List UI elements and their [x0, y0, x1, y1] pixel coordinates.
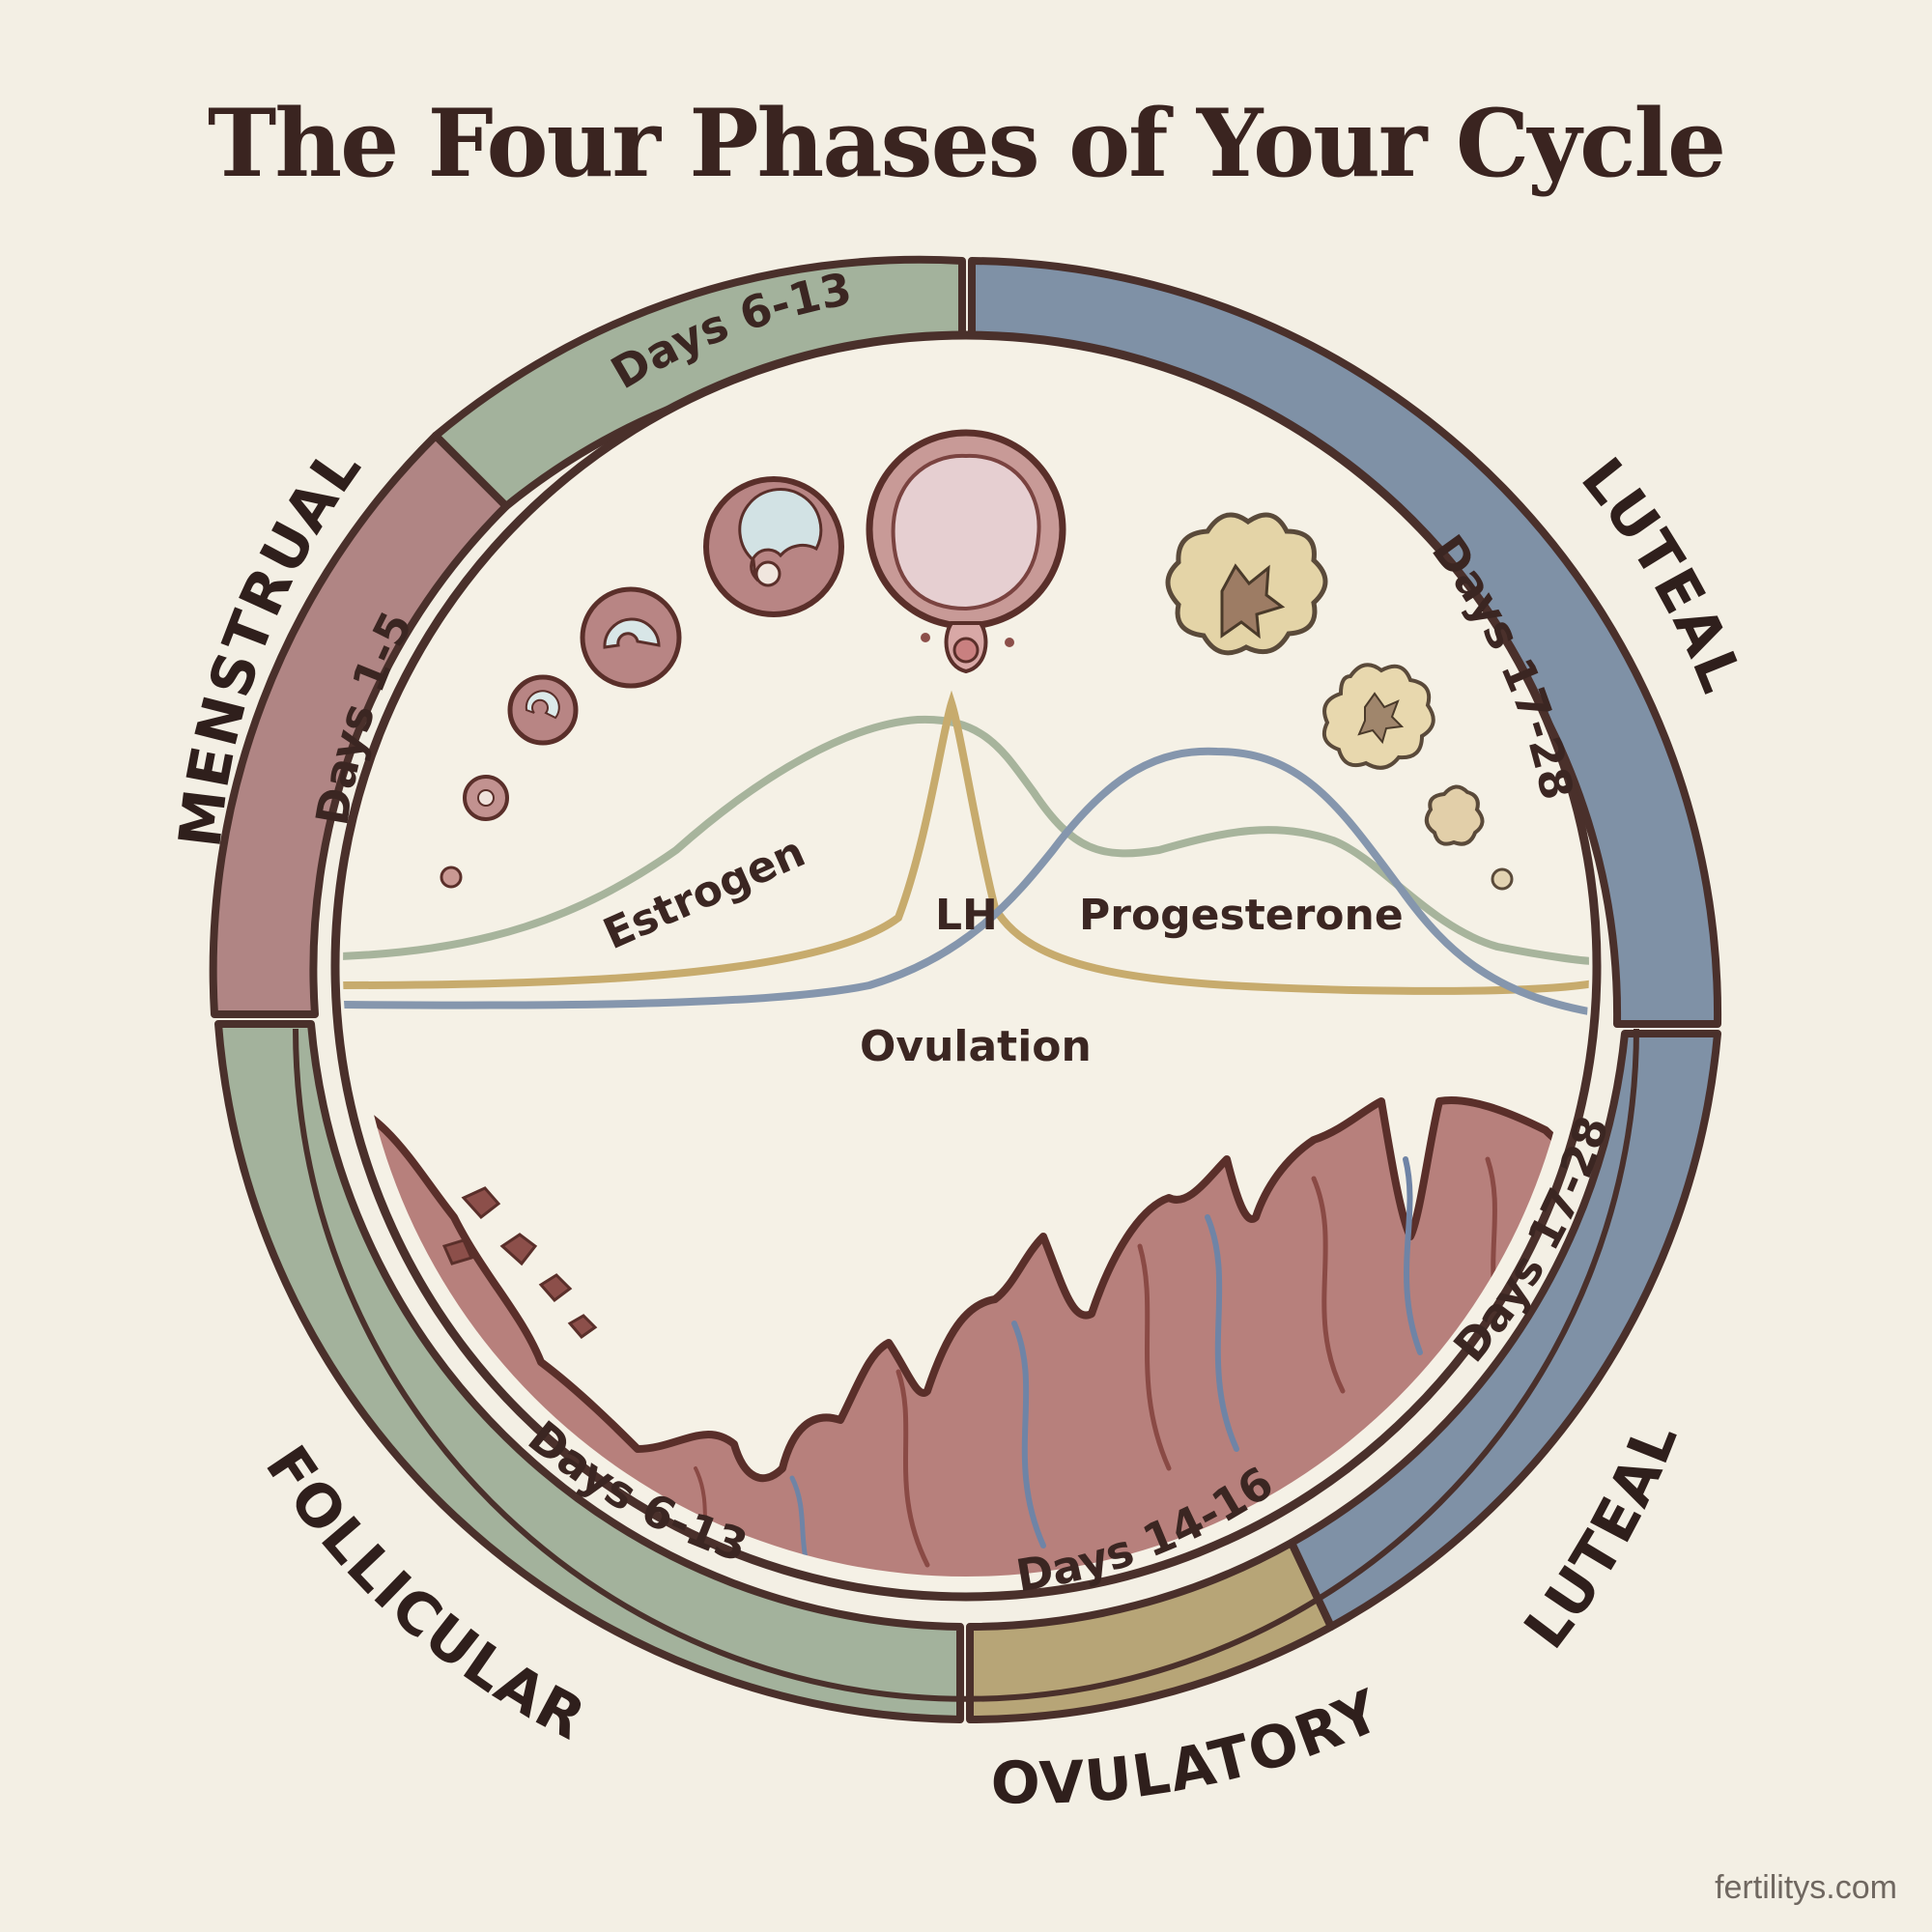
phase-ring	[209, 255, 1722, 1723]
page-title: The Four Phases of Your Cycle	[207, 89, 1726, 198]
label-ovulation: Ovulation	[860, 1022, 1092, 1071]
dominant-follicle-ovulating	[866, 429, 1066, 674]
corpus-albicans	[1424, 784, 1485, 846]
hormone-chart	[343, 690, 1589, 1016]
follicle-stage-3	[507, 674, 579, 746]
band-luteal-bottom	[1288, 1030, 1721, 1631]
lh-curve	[343, 690, 1589, 995]
label-lh: LH	[935, 891, 998, 940]
follicle-stage-1	[440, 866, 463, 889]
bottom-inner-track	[293, 1028, 1639, 1702]
progesterone-curve	[343, 747, 1589, 1016]
corpus-albicans-remnant	[1491, 867, 1514, 891]
follicle-stage-4	[580, 586, 682, 689]
estrogen-curve	[343, 715, 1589, 965]
follicle-stage-2	[463, 775, 509, 821]
watermark: fertilitys.com	[1715, 1869, 1897, 1906]
label-progesterone: Progesterone	[1079, 891, 1404, 940]
follicle-stage-5	[703, 476, 844, 617]
corpus-luteum-large	[1165, 512, 1328, 656]
follicle-development-illustration	[440, 429, 1514, 891]
corpus-luteum-medium	[1322, 663, 1435, 770]
menstrual-shedding-fragments	[441, 1186, 598, 1340]
